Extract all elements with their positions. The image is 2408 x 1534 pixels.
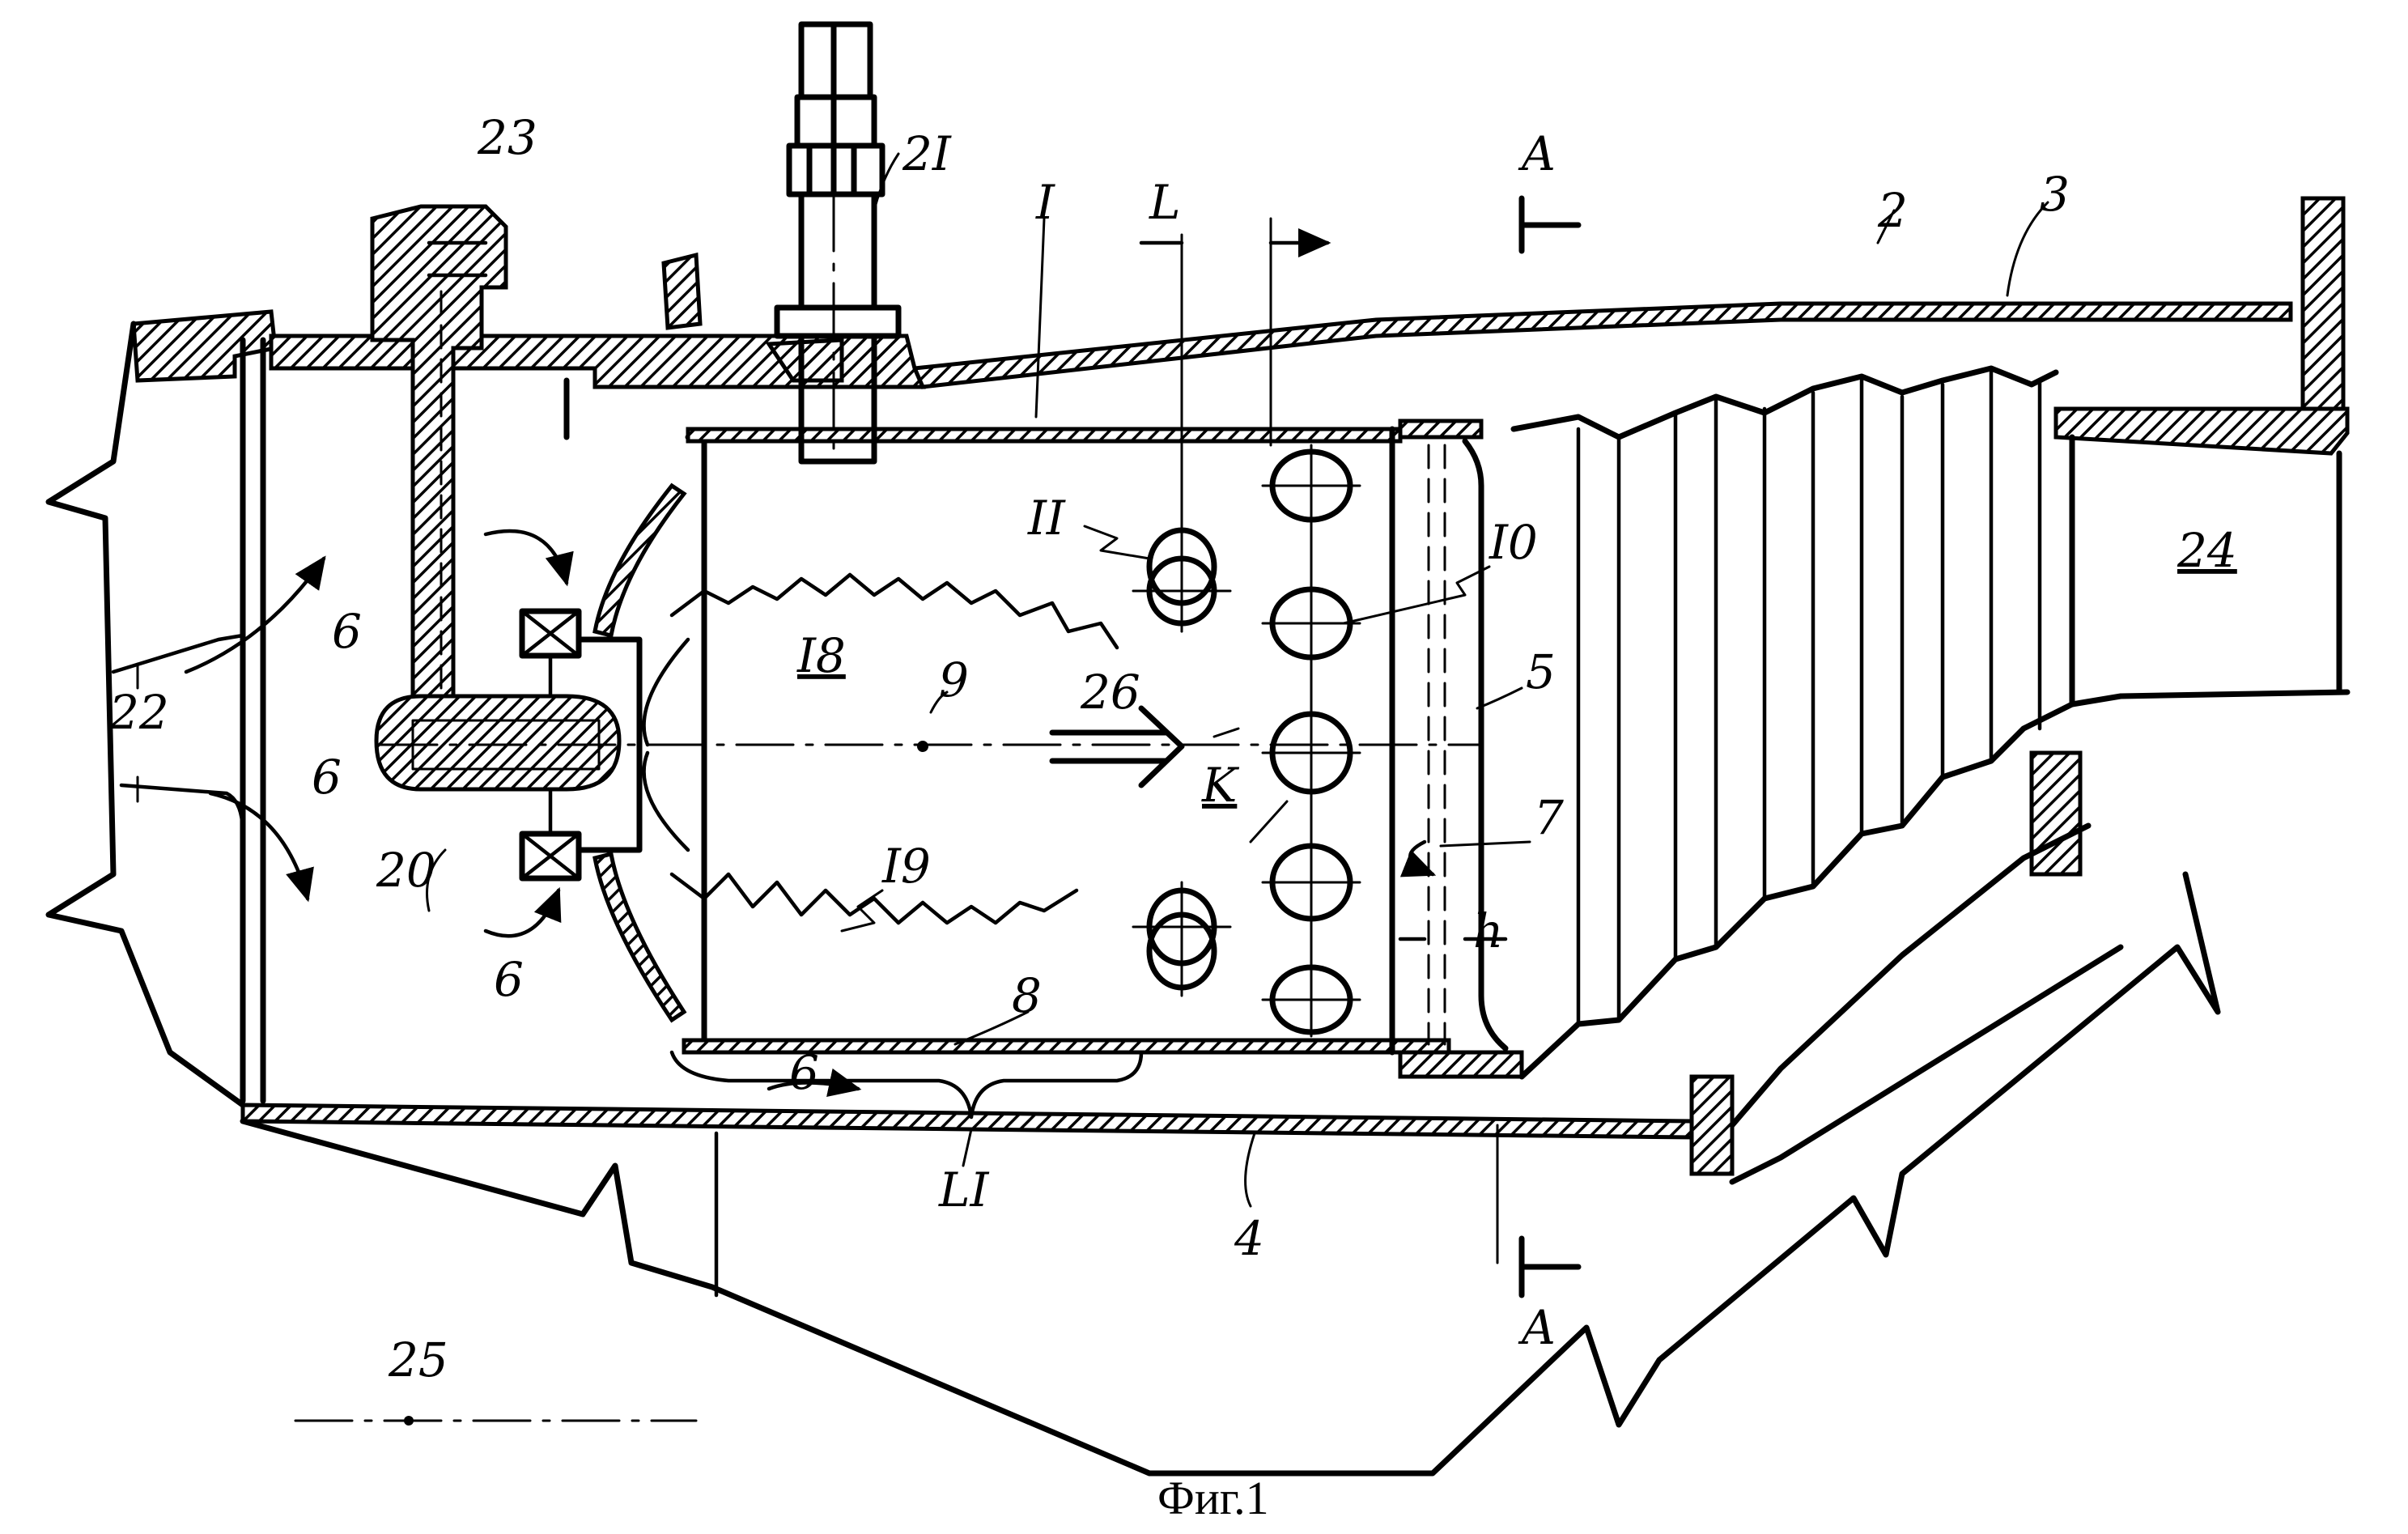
flame-zigzags [642,572,1119,925]
label-4: 4 [1234,1211,1264,1266]
label-1: I [1035,175,1055,230]
label-22: 22 [108,685,169,740]
flame-tube [682,419,1524,1079]
front-flange [131,252,926,440]
label-9: 9 [939,652,969,708]
label-L1: LI [938,1162,990,1217]
label-6-swirler: 6 [494,952,524,1007]
combustor-axis [379,741,1483,752]
label-6-bottom: 6 [789,1045,819,1100]
label-6-upper: 6 [332,604,362,659]
inner-casing-bottom [240,750,2124,1185]
swirler [519,608,643,882]
label-7: 7 [1534,790,1564,845]
label-19: I9 [881,839,931,894]
outer-contour [45,321,2221,1477]
label-25: 25 [388,1332,448,1387]
label-6-left: 6 [312,750,342,805]
label-24: 24 [2177,523,2237,578]
label-5: 5 [1526,644,1556,699]
figure-caption: Фиг.1 [1157,1472,1269,1524]
igniter [774,21,902,465]
label-18: I8 [796,628,846,683]
label-26: 26 [1080,665,1140,720]
label-10: I0 [1489,515,1538,570]
fuel-supply-pipe [370,204,508,715]
label-2: 2 [1877,183,1908,238]
label-8: 8 [1012,968,1042,1023]
dilution-holes [1132,444,1361,1038]
label-h: h [1473,903,1503,958]
label-11: II [1027,491,1066,546]
reference-labels: 23 2I I L A 2 3 24 II I0 5 I8 9 26 K 7 I… [108,110,2237,1387]
label-20: 20 [376,843,436,898]
label-A-top: A [1518,126,1556,181]
nozzle-head [374,694,622,792]
label-23: 23 [477,110,537,165]
transition-duct [1510,365,2351,1080]
label-L: L [1149,175,1181,230]
label-21: 2I [902,126,952,181]
flow-arrows [184,529,1437,1098]
leader-lines [136,152,2049,1208]
label-K: K [1201,758,1240,813]
dimension-marks [294,195,1582,1426]
label-A-bottom: A [1518,1300,1556,1355]
outer-casing-top [911,196,2350,456]
label-3: 3 [2040,167,2070,222]
